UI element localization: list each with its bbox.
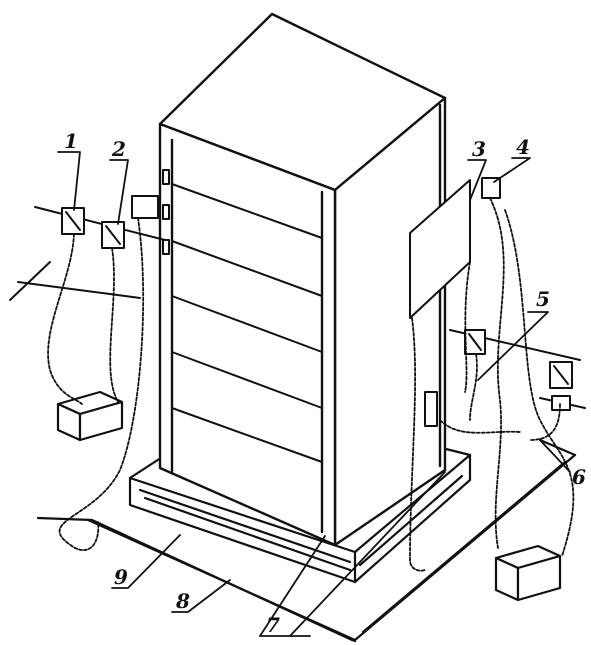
callout-9: 9 <box>114 565 128 589</box>
right-device-box <box>494 544 562 602</box>
socket-1 <box>61 207 85 235</box>
cabinet-drawers <box>171 183 323 463</box>
leader-lines <box>57 151 571 637</box>
callout-5: 5 <box>536 287 550 311</box>
socket-6 <box>551 395 571 411</box>
cables <box>47 197 575 572</box>
socket-5a <box>464 329 486 355</box>
ground-frame <box>36 438 577 643</box>
left-wall-plug <box>131 195 159 219</box>
socket-2 <box>101 221 125 249</box>
callout-6: 6 <box>572 465 586 489</box>
left-rail <box>9 206 166 301</box>
socket-5b <box>549 361 573 389</box>
callout-3: 3 <box>472 137 486 161</box>
callout-1: 1 <box>64 129 78 153</box>
callout-7: 7 <box>266 613 280 637</box>
socket-4 <box>481 177 501 199</box>
left-device-box <box>56 390 124 442</box>
callout-2: 2 <box>111 137 126 161</box>
cabinet-body <box>158 12 447 547</box>
callout-4: 4 <box>516 135 530 159</box>
callout-8: 8 <box>175 589 190 613</box>
